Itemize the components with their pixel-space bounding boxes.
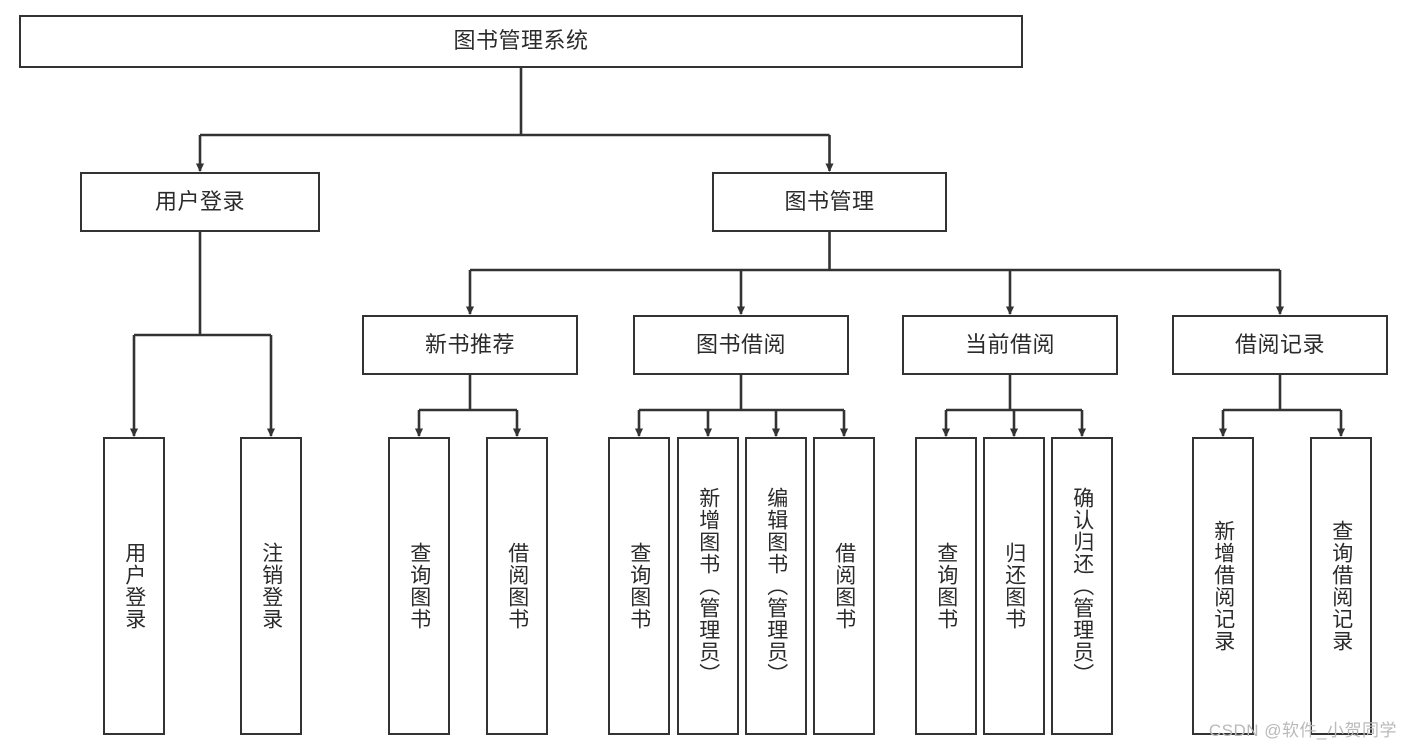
node-label: 借阅记录 — [1234, 331, 1325, 357]
leaf-node-查询图书[interactable]: 查询图书 — [608, 437, 670, 735]
leaf-node-确认归还管理员[interactable]: 确认归还（管理员） — [1051, 437, 1113, 735]
node-label: 借阅图书 — [832, 542, 856, 630]
leaf-node-借阅图书[interactable]: 借阅图书 — [813, 437, 875, 735]
node-l3-图书借阅[interactable]: 图书借阅 — [633, 315, 849, 375]
root-node-图书管理系统[interactable]: 图书管理系统 — [19, 15, 1023, 68]
leaf-node-新增借阅记录[interactable]: 新增借阅记录 — [1192, 437, 1254, 735]
leaf-node-借阅图书[interactable]: 借阅图书 — [486, 437, 548, 735]
node-label: 用户登录 — [154, 188, 245, 214]
leaf-node-查询借阅记录[interactable]: 查询借阅记录 — [1310, 437, 1372, 735]
node-l3-借阅记录[interactable]: 借阅记录 — [1172, 315, 1388, 375]
leaf-node-编辑图书管理员[interactable]: 编辑图书（管理员） — [745, 437, 807, 735]
leaf-node-新增图书管理员[interactable]: 新增图书（管理员） — [677, 437, 739, 735]
node-label: 图书借阅 — [695, 331, 786, 357]
node-label: 确认归还（管理员） — [1070, 487, 1094, 685]
node-label: 归还图书 — [1002, 542, 1026, 630]
node-label: 编辑图书（管理员） — [764, 487, 788, 685]
csdn-watermark: CSDN @软件_小贺同学 — [1208, 721, 1397, 740]
node-l2-图书管理[interactable]: 图书管理 — [712, 172, 947, 232]
leaf-node-归还图书[interactable]: 归还图书 — [983, 437, 1045, 735]
node-l3-当前借阅[interactable]: 当前借阅 — [902, 315, 1118, 375]
leaf-node-注销登录[interactable]: 注销登录 — [240, 437, 302, 735]
node-label: 新增图书（管理员） — [696, 487, 720, 685]
node-label: 图书管理系统 — [453, 28, 589, 54]
node-l3-新书推荐[interactable]: 新书推荐 — [362, 315, 578, 375]
node-label: 当前借阅 — [964, 331, 1055, 357]
node-label: 查询图书 — [407, 542, 431, 630]
node-label: 新增借阅记录 — [1211, 520, 1235, 652]
node-label: 查询借阅记录 — [1329, 520, 1353, 652]
node-label: 新书推荐 — [424, 331, 515, 357]
leaf-node-用户登录[interactable]: 用户登录 — [103, 437, 165, 735]
node-label: 借阅图书 — [505, 542, 529, 630]
node-label: 注销登录 — [259, 542, 283, 630]
leaf-node-查询图书[interactable]: 查询图书 — [915, 437, 977, 735]
node-l2-用户登录[interactable]: 用户登录 — [80, 172, 320, 232]
node-label: 图书管理 — [784, 188, 875, 214]
node-label: 查询图书 — [934, 542, 958, 630]
leaf-node-查询图书[interactable]: 查询图书 — [388, 437, 450, 735]
node-label: 查询图书 — [627, 542, 651, 630]
node-label: 用户登录 — [122, 542, 146, 630]
